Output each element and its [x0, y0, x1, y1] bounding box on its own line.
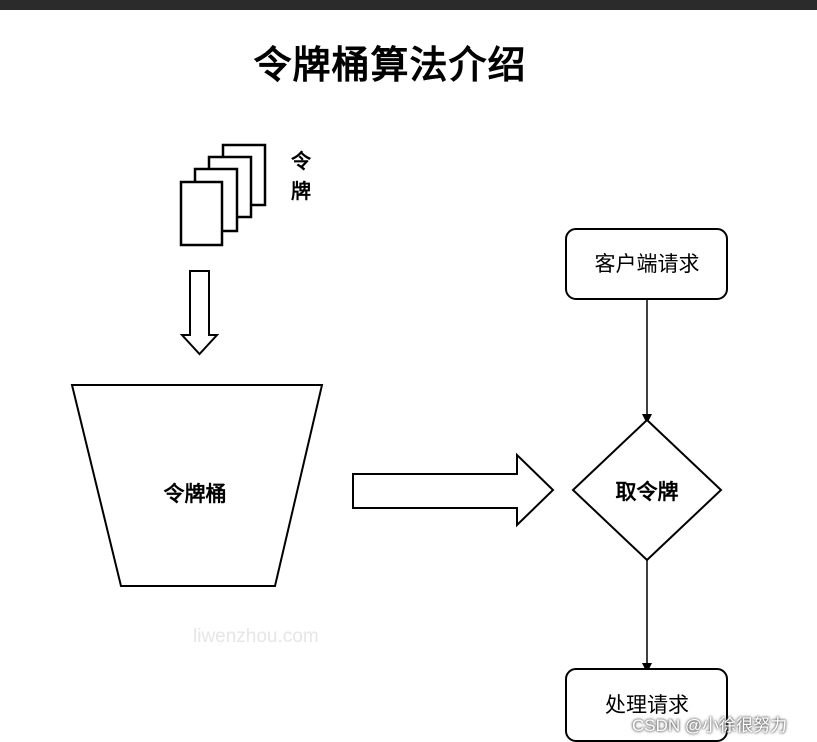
take-token-label: 取令牌	[615, 480, 679, 504]
watermark-site: liwenzhou.com	[193, 626, 319, 647]
process-request-label: 处理请求	[605, 693, 689, 717]
watermark-csdn: CSDN @小徐很努力	[632, 716, 788, 735]
token-card-1	[179, 180, 224, 247]
token-bucket-shape	[70, 384, 324, 587]
diagram-title: 令牌桶算法介绍	[253, 43, 527, 87]
token-label: 令牌	[291, 149, 311, 203]
bucket-label: 令牌桶	[163, 482, 227, 506]
client-request-label: 客户端请求	[594, 252, 700, 276]
hollow-right-arrow	[352, 452, 555, 528]
top-bar	[0, 0, 817, 10]
process-request-box	[565, 668, 728, 742]
token-stack-icon	[179, 143, 267, 247]
hollow-down-arrow	[179, 270, 220, 356]
